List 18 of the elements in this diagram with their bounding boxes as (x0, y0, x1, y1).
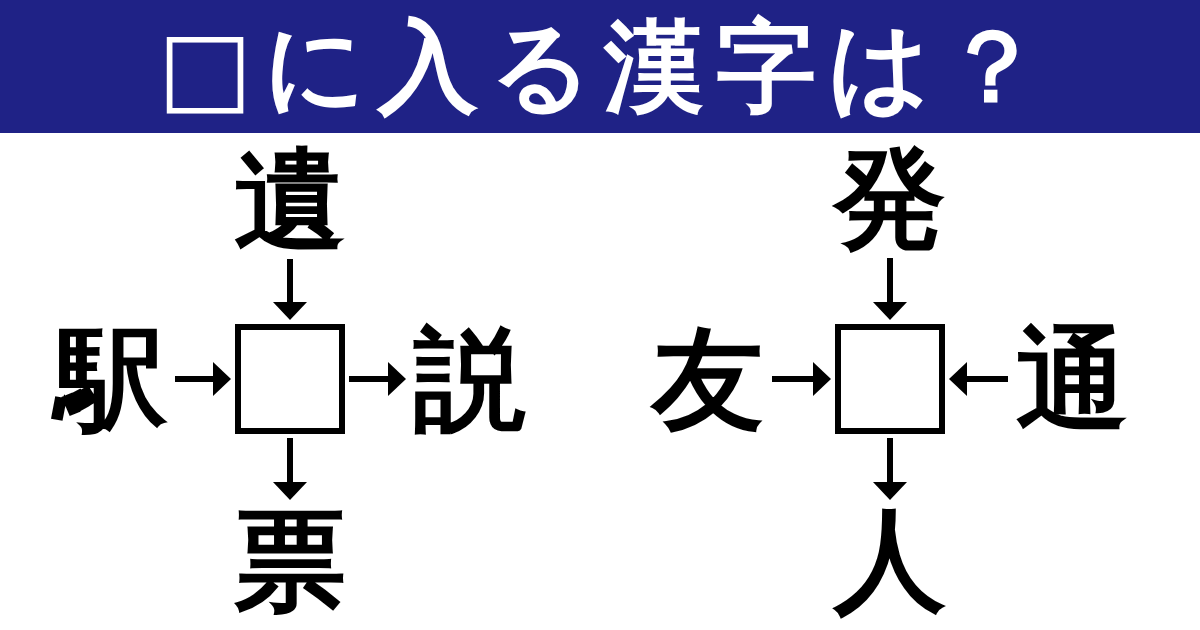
kanji-character: 票 (230, 504, 350, 616)
arrow (273, 259, 307, 320)
kanji-character: 駅 (51, 323, 171, 435)
kanji-character: 遺 (230, 143, 350, 255)
arrow (349, 362, 406, 396)
arrow (873, 438, 907, 500)
arrow (175, 362, 231, 396)
kanji-character: 通 (1012, 323, 1132, 435)
kanji-character: 説 (410, 323, 530, 435)
arrow (873, 258, 907, 320)
arrow (273, 438, 307, 500)
answer-box (835, 324, 945, 434)
title-banner: □に入る漢字は？ (0, 0, 1200, 133)
arrow (772, 362, 831, 396)
arrow (949, 362, 1008, 396)
kanji-character: 発 (830, 142, 950, 254)
kanji-character: 友 (648, 323, 768, 435)
answer-box (235, 324, 345, 434)
